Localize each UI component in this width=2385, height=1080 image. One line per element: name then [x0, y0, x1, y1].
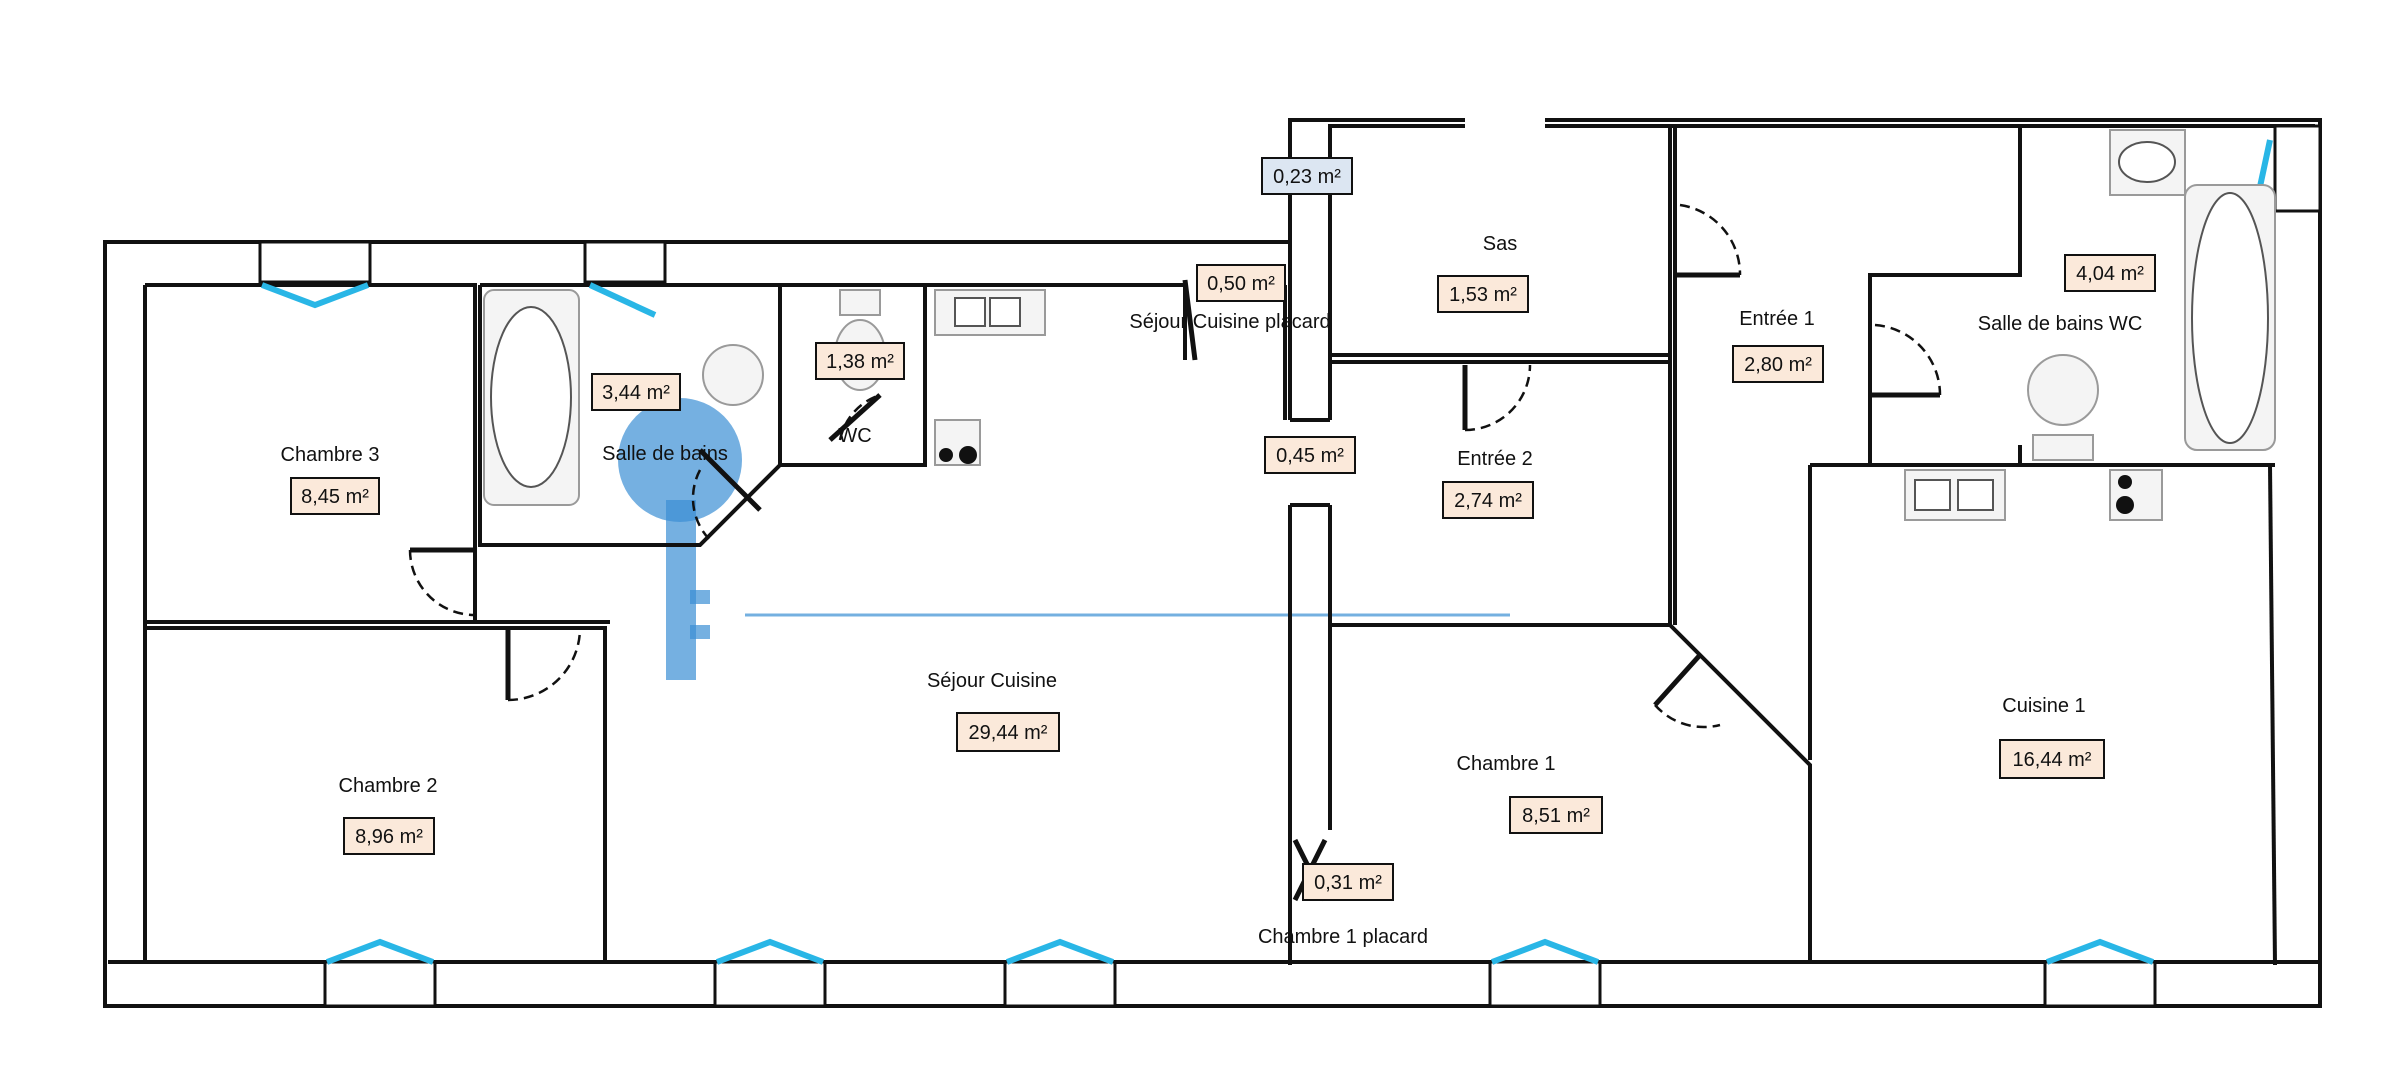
toilet-icon — [2027, 354, 2099, 426]
key-logo-watermark — [618, 398, 1510, 680]
window-frame — [583, 240, 667, 284]
svg-text:4,04 m²: 4,04 m² — [2076, 263, 2144, 285]
window-frame — [2273, 124, 2322, 213]
area-badge-chambre2: 8,96 m² — [343, 817, 435, 855]
fixtures — [483, 129, 2276, 902]
doors — [408, 203, 1942, 729]
room-label-chambre2: Chambre 2 — [339, 775, 438, 797]
area-badge-salle-de-bains: 3,44 m² — [591, 373, 681, 411]
svg-text:8,45 m²: 8,45 m² — [301, 486, 369, 508]
area-badge-chambre1-placard: 0,31 m² — [1302, 863, 1394, 901]
toilet-icon — [839, 289, 881, 316]
svg-text:1,53 m²: 1,53 m² — [1449, 284, 1517, 306]
svg-text:0,50 m²: 0,50 m² — [1207, 273, 1275, 295]
svg-text:16,44 m²: 16,44 m² — [2013, 749, 2092, 771]
window-frame — [323, 960, 437, 1008]
area-badge-cuisine1: 16,44 m² — [1999, 739, 2105, 779]
outer-walls — [103, 118, 2322, 1008]
area-badge-salle-de-bains-wc: 4,04 m² — [2064, 254, 2156, 292]
room-label-chambre1: Chambre 1 — [1457, 753, 1556, 775]
area-badge-sas: 1,53 m² — [1437, 275, 1529, 313]
svg-text:8,51 m²: 8,51 m² — [1522, 805, 1590, 827]
window-frame — [258, 240, 372, 284]
svg-text:29,44 m²: 29,44 m² — [969, 722, 1048, 744]
room-label-salle-de-bains: Salle de bains — [602, 443, 728, 465]
area-badge-wc: 1,38 m² — [815, 342, 905, 380]
window-frame — [2043, 960, 2157, 1008]
area-badge-entree1: 2,80 m² — [1732, 345, 1824, 383]
room-label-wc: WC — [838, 425, 871, 447]
svg-text:8,96 m²: 8,96 m² — [355, 826, 423, 848]
interior-walls — [143, 126, 2277, 966]
room-label-sejour-cuisine: Séjour Cuisine — [927, 670, 1057, 692]
windows — [258, 124, 2322, 1008]
svg-text:0,31 m²: 0,31 m² — [1314, 872, 1382, 894]
area-badge-chambre3: 8,45 m² — [290, 477, 380, 515]
svg-text:3,44 m²: 3,44 m² — [602, 382, 670, 404]
cooktop-icon — [2109, 469, 2163, 521]
svg-text:2,74 m²: 2,74 m² — [1454, 490, 1522, 512]
room-label-sejour-cuisine-placard: Séjour Cuisine placard — [1129, 311, 1330, 333]
svg-text:0,23 m²: 0,23 m² — [1273, 166, 1341, 188]
room-label-salle-de-bains-wc: Salle de bains WC — [1978, 313, 2143, 335]
area-badge-sejour-cuisine: 29,44 m² — [956, 712, 1060, 752]
area-badge-corridor-small: 0,45 m² — [1264, 436, 1356, 474]
room-label-sas: Sas — [1483, 233, 1517, 255]
room-label-entree2: Entrée 2 — [1457, 448, 1533, 470]
svg-text:1,38 m²: 1,38 m² — [826, 351, 894, 373]
window-frame — [1003, 960, 1117, 1008]
room-label-cuisine1: Cuisine 1 — [2002, 695, 2085, 717]
sink-icon — [702, 344, 764, 406]
area-badge-entree2: 2,74 m² — [1442, 481, 1534, 519]
window-frame — [713, 960, 827, 1008]
svg-text:2,80 m²: 2,80 m² — [1744, 354, 1812, 376]
area-badge-chambre1: 8,51 m² — [1509, 796, 1603, 834]
area-badge-duct-top: 0,23 m² — [1261, 157, 1353, 195]
room-label-chambre3: Chambre 3 — [281, 444, 380, 466]
area-badge-sejour-cuisine-placard: 0,50 m² — [1196, 264, 1286, 302]
room-label-chambre1-placard: Chambre 1 placard — [1258, 926, 1428, 948]
svg-text:0,45 m²: 0,45 m² — [1276, 445, 1344, 467]
room-label-entree1: Entrée 1 — [1739, 308, 1815, 330]
window-frame — [1488, 960, 1602, 1008]
